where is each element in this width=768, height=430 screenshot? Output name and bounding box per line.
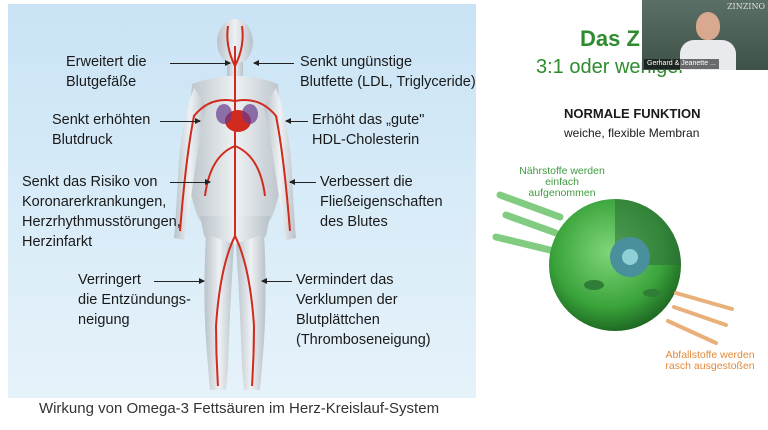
figure-caption: Wirkung von Omega-3 Fettsäuren im Herz-K… — [38, 400, 440, 417]
arrow-risk — [170, 179, 211, 185]
slide-title: Das Z — [580, 26, 640, 51]
cell-illustration — [492, 191, 734, 345]
arrow-blood-fats — [253, 60, 294, 66]
arrow-platelets — [261, 278, 292, 284]
participant-name-tag: Gerhard & Jeanette ... — [644, 59, 719, 69]
right-slide: Das Z 3:1 oder weniger NORMALE FUNKTION … — [480, 0, 768, 430]
annotation-flow: Verbessert die Fließeigenschaften des Bl… — [320, 174, 443, 230]
function-subheading: weiche, flexible Membran — [564, 126, 700, 140]
arrow-flow — [289, 179, 316, 185]
arrow-hdl — [285, 118, 308, 124]
annotation-inflammation: Verringert die Entzündungs- neigung — [78, 272, 191, 328]
arrow-blood-pressure — [160, 118, 201, 124]
human-body-figure — [174, 19, 296, 390]
waste-label: Abfallstoffe werden rasch ausgestoßen — [665, 349, 755, 372]
left-slide: Erweitert die Blutgefäße Senkt erhöhten … — [8, 4, 476, 417]
participant-video-tile[interactable]: ZINZINO Gerhard & Jeanette ... — [642, 0, 768, 70]
annotation-risk: Senkt das Risiko von Koronarerkrankungen… — [22, 174, 181, 250]
arrow-vessels — [170, 60, 231, 66]
annotation-blood-fats: Senkt ungünstige Blutfette (LDL, Triglyc… — [300, 54, 476, 90]
annotation-hdl: Erhöht das „gute" HDL-Cholesterin — [312, 112, 425, 148]
annotation-blood-pressure: Senkt erhöhten Blutdruck — [52, 112, 151, 148]
arrow-inflammation — [154, 278, 205, 284]
nutrients-label: Nährstoffe werden einfach aufgenommen — [519, 165, 605, 199]
function-heading: NORMALE FUNKTION — [564, 106, 701, 121]
annotation-vessels: Erweitert die Blutgefäße — [66, 54, 147, 90]
annotation-platelets: Vermindert das Verklumpen der Blutplättc… — [296, 272, 431, 348]
brand-watermark: ZINZINO — [727, 2, 765, 11]
participant-avatar — [696, 12, 720, 40]
